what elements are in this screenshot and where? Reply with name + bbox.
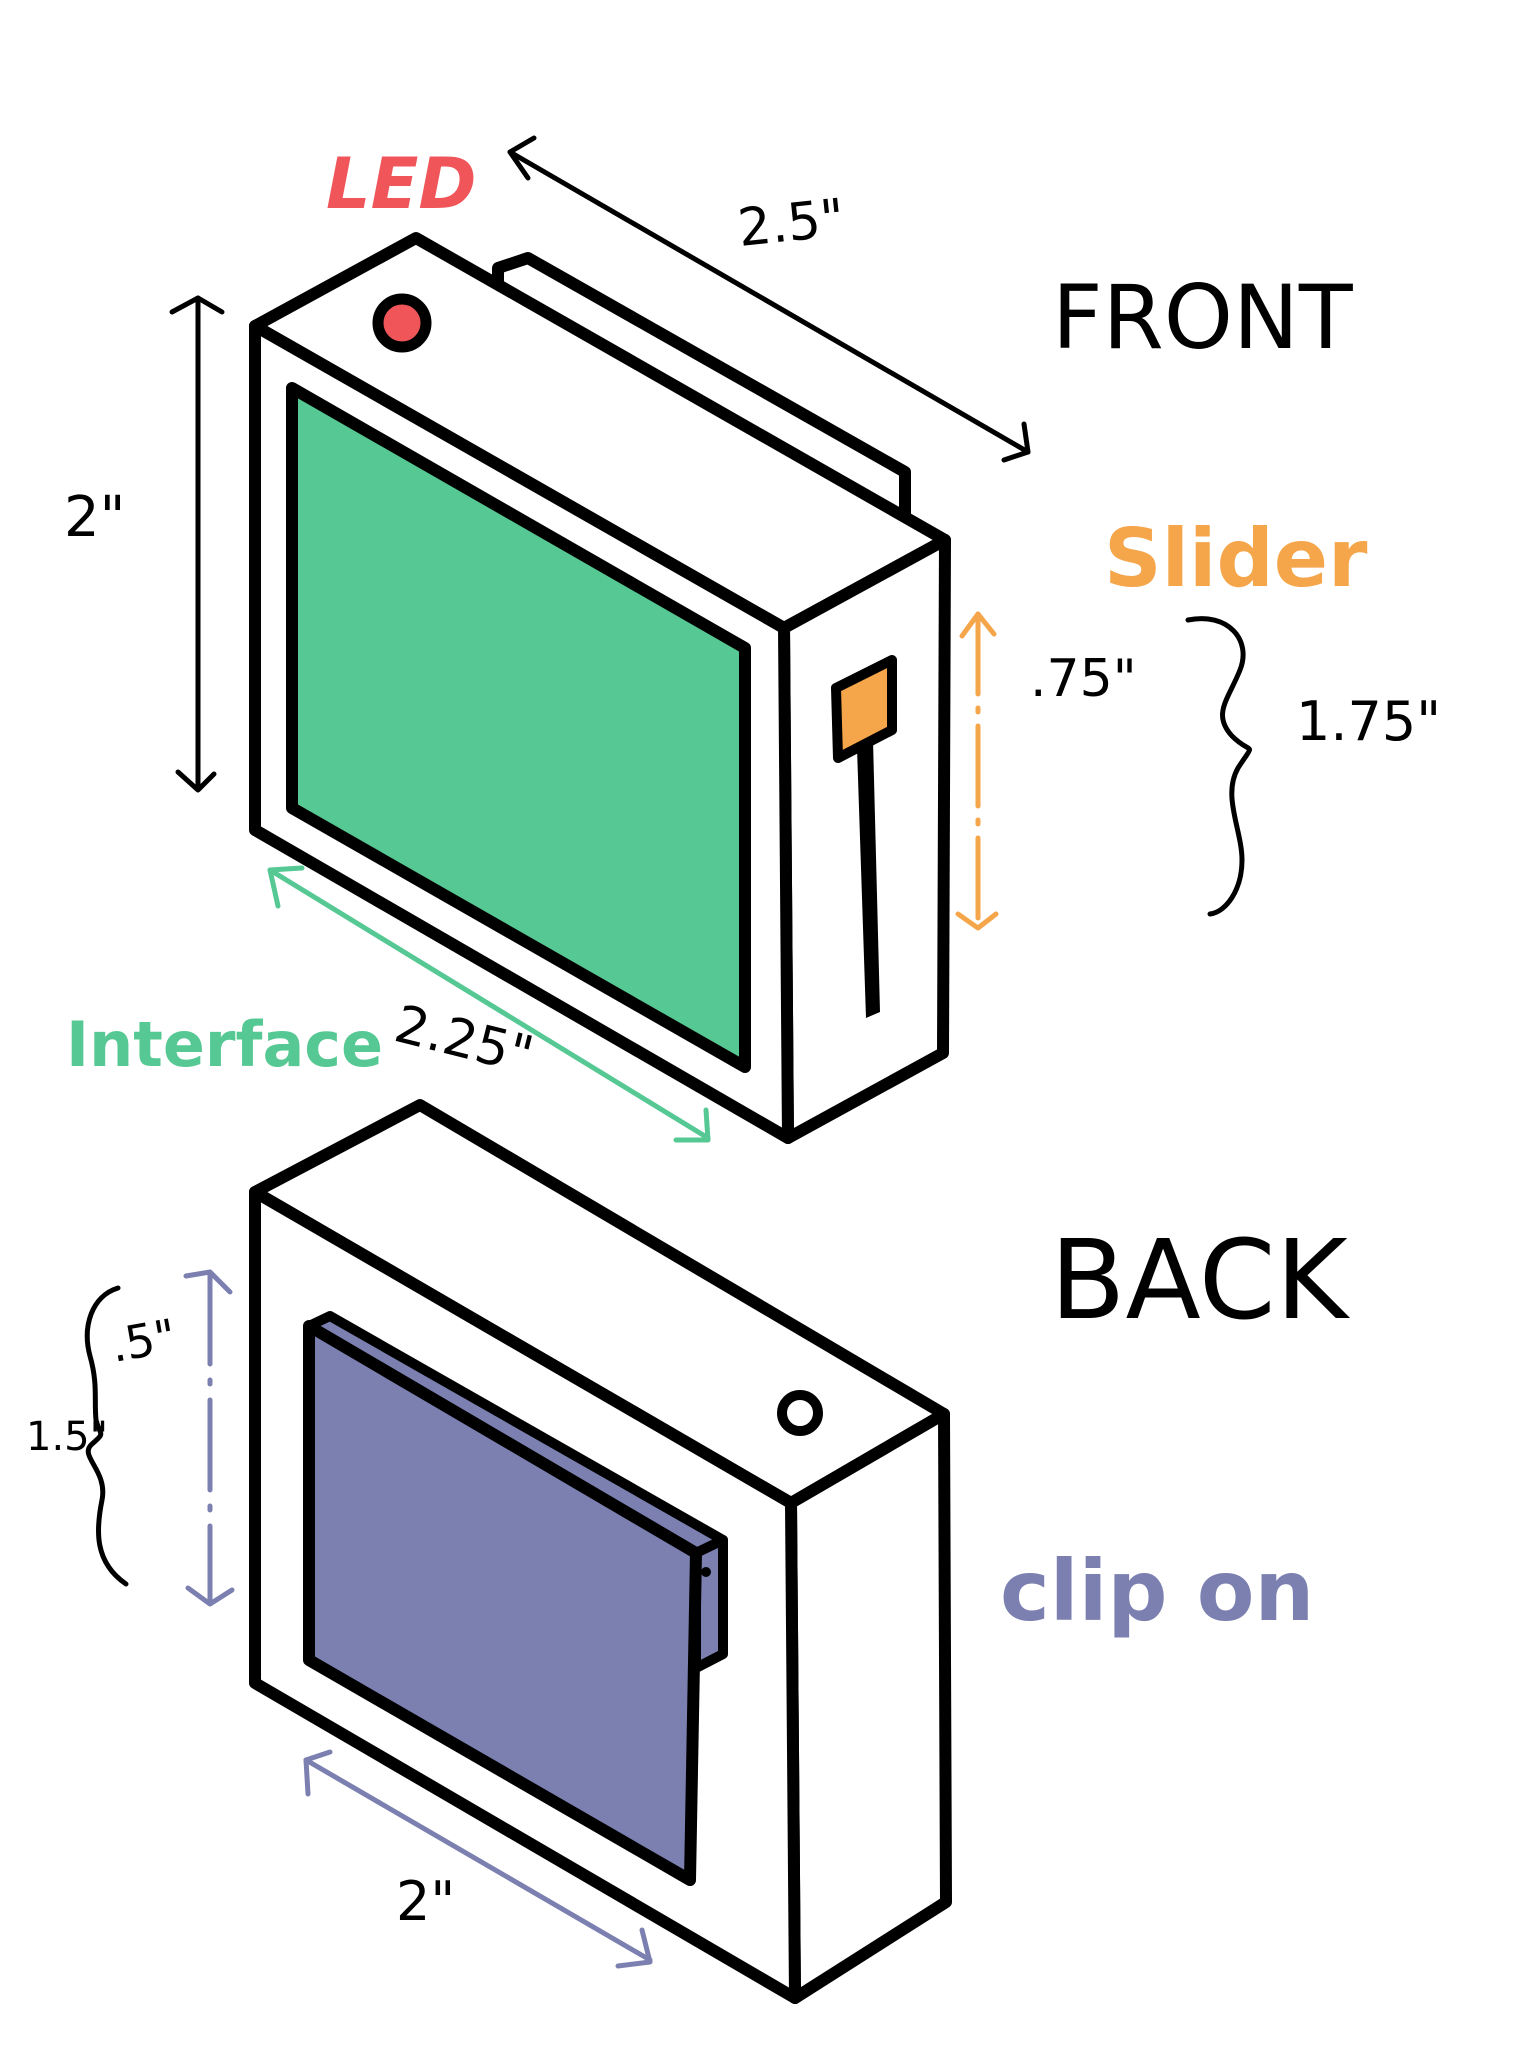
- slider-dimension: [955, 611, 999, 931]
- clip-width-dimension: [303, 1749, 653, 1969]
- slider-label: Slider: [1104, 512, 1368, 605]
- slider-total-label: 1.75": [1296, 690, 1441, 753]
- front-title: FRONT: [1052, 266, 1354, 369]
- led-icon: [372, 293, 432, 353]
- back-title: BACK: [1050, 1216, 1351, 1344]
- slider-track: [857, 740, 880, 1018]
- led-label: LED: [326, 143, 477, 225]
- front-height-dimension: [169, 295, 225, 793]
- clip-width-label: 2": [396, 1870, 455, 1933]
- slider-knob-icon: [831, 655, 897, 763]
- slider-length-label: .75": [1030, 649, 1137, 709]
- interface-width-dimension: [267, 865, 711, 1143]
- back-side-face: [785, 1408, 952, 2004]
- front-view: [249, 232, 951, 1144]
- clip-pin-icon: [701, 1567, 711, 1577]
- front-depth-label: 2.5": [735, 188, 847, 259]
- clip-small-label: .5": [107, 1308, 180, 1372]
- interface-label: Interface: [66, 1008, 383, 1081]
- clip-plate: [303, 1320, 702, 1886]
- back-view: [249, 1099, 952, 2004]
- clip-on-label: clip on: [1000, 1542, 1314, 1640]
- interface-width-label: 2.25": [389, 994, 539, 1086]
- interface-screen: [286, 382, 751, 1073]
- slider-brace-icon: [1185, 616, 1252, 917]
- clip-brace-icon: [84, 1285, 129, 1587]
- front-height-label: 2": [64, 485, 125, 550]
- clip-total-label: 1.5": [26, 1414, 108, 1460]
- front-depth-dimension: [507, 135, 1031, 463]
- clip-height-dimension: [183, 1269, 235, 1607]
- led-hole-icon: [777, 1390, 823, 1436]
